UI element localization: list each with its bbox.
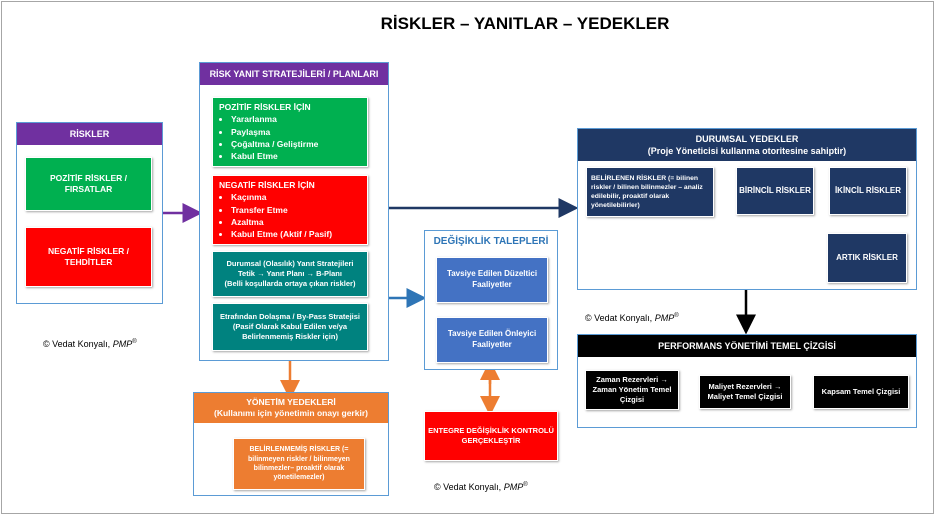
strategies-header: RİSK YANIT STRATEJİLERİ / PLANLARI bbox=[200, 63, 388, 85]
contingent-line-3: (Belli koşullarda ortaya çıkan riskler) bbox=[224, 279, 356, 289]
scope-baseline-box: Kapsam Temel Çizgisi bbox=[813, 375, 909, 409]
positive-risks-box: POZİTİF RİSKLER / FIRSATLAR bbox=[25, 157, 152, 211]
contingency-reserves-note: (Proje Yöneticisi kullanma otoritesine s… bbox=[647, 146, 847, 156]
workaround-strategy-box: Etrafından Dolaşma / By-Pass Stratejisi … bbox=[212, 303, 368, 351]
negative-strategies-box: NEGATİF RİSKLER İÇİN Kaçınma Transfer Et… bbox=[212, 175, 368, 245]
workaround-line-2: (Pasif Olarak Kabul Edilen ve/ya Belirle… bbox=[232, 321, 348, 342]
strategies-panel: RİSK YANIT STRATEJİLERİ / PLANLARI POZİT… bbox=[199, 62, 389, 361]
unknown-risks-box: BELİRLENMEMİŞ RİSKLER (= bilinmeyen risk… bbox=[233, 438, 365, 490]
workaround-line-1: Etrafından Dolaşma / By-Pass Stratejisi bbox=[219, 311, 361, 321]
management-reserves-panel: YÖNETİM YEDEKLERİ (Kullanımı için yöneti… bbox=[193, 392, 389, 496]
baseline-header: PERFORMANS YÖNETİMİ TEMEL ÇİZGİSİ bbox=[578, 335, 916, 357]
contingency-reserves-panel: DURUMSAL YEDEKLER (Proje Yöneticisi kull… bbox=[577, 128, 917, 290]
risks-header: RİSKLER bbox=[17, 123, 162, 145]
risks-panel: RİSKLER POZİTİF RİSKLER / FIRSATLAR NEGA… bbox=[16, 122, 163, 304]
corrective-actions-box: Tavsiye Edilen Düzeltici Faaliyetler bbox=[436, 257, 548, 303]
primary-risks-box: BİRİNCİL RİSKLER bbox=[736, 167, 814, 215]
contingent-strategies-box: Durumsal (Olasılık) Yanıt Stratejileri T… bbox=[212, 251, 368, 297]
change-requests-header: DEĞİŞİKLİK TALEPLERİ bbox=[425, 231, 557, 253]
negative-strategies-title: NEGATİF RİSKLER İÇİN bbox=[219, 180, 315, 190]
copyright-2: © Vedat Konyalı, PMP® bbox=[585, 313, 679, 323]
list-item: Paylaşma bbox=[231, 126, 361, 138]
identified-risks-box: BELİRLENEN RİSKLER (= bilinen riskler / … bbox=[586, 167, 714, 217]
page-title: RİSKLER – YANITLAR – YEDEKLER bbox=[380, 14, 670, 33]
list-item: Kabul Etme bbox=[231, 150, 361, 162]
positive-strategies-title: POZİTİF RİSKLER İÇİN bbox=[219, 102, 311, 112]
positive-strategies-list: Yararlanma Paylaşma Çoğaltma / Geliştirm… bbox=[219, 113, 361, 162]
preventive-actions-box: Tavsiye Edilen Önleyici Faaliyetler bbox=[436, 317, 548, 363]
secondary-risks-box: İKİNCİL RİSKLER bbox=[829, 167, 907, 215]
positive-strategies-box: POZİTİF RİSKLER İÇİN Yararlanma Paylaşma… bbox=[212, 97, 368, 167]
copyright-3: © Vedat Konyalı, PMP® bbox=[434, 482, 528, 492]
contingent-line-2: Tetik → Yanıt Planı → B-Planı bbox=[238, 268, 342, 278]
negative-strategies-list: Kaçınma Transfer Etme Azaltma Kabul Etme… bbox=[219, 191, 361, 240]
contingency-reserves-title: DURUMSAL YEDEKLER bbox=[695, 133, 799, 144]
list-item: Çoğaltma / Geliştirme bbox=[231, 138, 361, 150]
baseline-panel: PERFORMANS YÖNETİMİ TEMEL ÇİZGİSİ Zaman … bbox=[577, 334, 917, 428]
schedule-baseline-box: Zaman Rezervleri → Zaman Yönetim Temel Ç… bbox=[585, 370, 679, 410]
management-reserves-title: YÖNETİM YEDEKLERİ bbox=[246, 396, 336, 407]
contingent-line-1: Durumsal (Olasılık) Yanıt Stratejileri bbox=[226, 258, 354, 268]
cost-baseline-box: Maliyet Rezervleri → Maliyet Temel Çizgi… bbox=[699, 375, 791, 409]
list-item: Transfer Etme bbox=[231, 204, 361, 216]
negative-risks-box: NEGATİF RİSKLER / TEHDİTLER bbox=[25, 227, 152, 287]
contingency-reserves-header: DURUMSAL YEDEKLER (Proje Yöneticisi kull… bbox=[578, 129, 916, 161]
residual-risks-box: ARTIK RİSKLER bbox=[827, 233, 907, 283]
management-reserves-header: YÖNETİM YEDEKLERİ (Kullanımı için yöneti… bbox=[194, 393, 388, 423]
list-item: Kaçınma bbox=[231, 191, 361, 203]
management-reserves-note: (Kullanımı için yönetimin onayı gerkir) bbox=[214, 408, 368, 418]
change-requests-panel: DEĞİŞİKLİK TALEPLERİ Tavsiye Edilen Düze… bbox=[424, 230, 558, 370]
list-item: Azaltma bbox=[231, 216, 361, 228]
list-item: Kabul Etme (Aktif / Pasif) bbox=[231, 228, 361, 240]
bracket-strategies-to-reserves bbox=[368, 129, 579, 239]
integrated-change-control-box: ENTEGRE DEĞİŞİKLİK KONTROLÜ GERÇEKLEŞTİR bbox=[424, 411, 558, 461]
copyright-1: © Vedat Konyalı, PMP® bbox=[43, 339, 137, 349]
list-item: Yararlanma bbox=[231, 113, 361, 125]
